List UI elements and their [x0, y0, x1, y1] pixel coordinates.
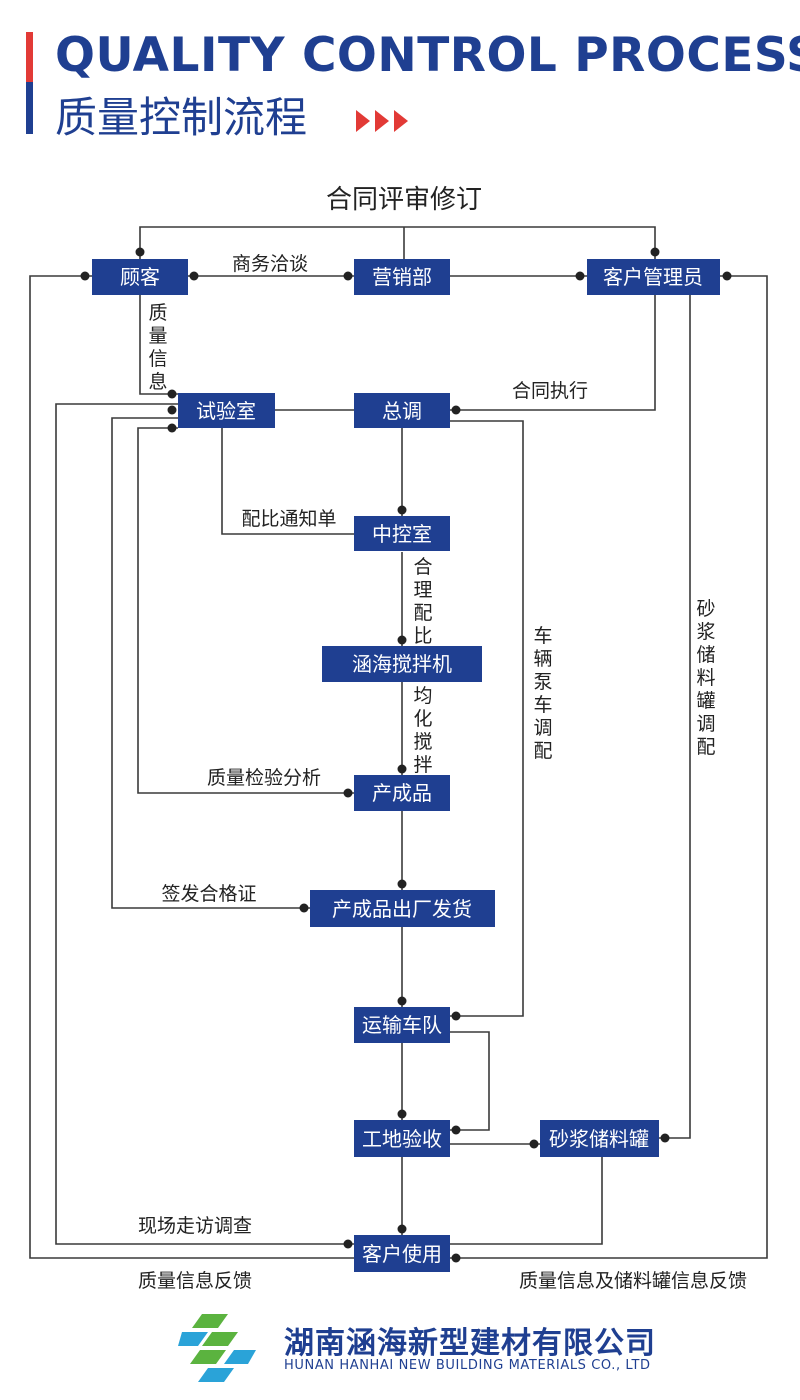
- node-customer-use-label: 客户使用: [362, 1242, 442, 1266]
- page-title-cn: 质量控制流程: [55, 93, 308, 142]
- company-name-en: HUNAN HANHAI NEW BUILDING MATERIALS CO.,…: [284, 1358, 651, 1373]
- node-shipping-label: 产成品出厂发货: [332, 897, 472, 921]
- node-site-acceptance: 工地验收: [354, 1120, 450, 1157]
- triple-arrow-icon: [356, 110, 408, 132]
- node-dispatch-label: 总调: [382, 399, 422, 423]
- node-mixer: 涵海搅拌机: [322, 646, 482, 682]
- label-uniform-mixing: 均化搅拌: [413, 685, 432, 776]
- node-lab-label: 试验室: [196, 399, 256, 423]
- diagram-title: 合同评审修订: [326, 185, 482, 215]
- header-accent-red: [26, 32, 33, 82]
- node-account-manager-label: 客户管理员: [603, 265, 703, 289]
- node-marketing: 营销部: [354, 259, 450, 295]
- node-site-acceptance-label: 工地验收: [362, 1127, 442, 1151]
- node-lab: 试验室: [178, 393, 275, 428]
- node-mixer-label: 涵海搅拌机: [352, 652, 452, 676]
- node-fleet-label: 运输车队: [362, 1013, 442, 1037]
- label-quality-feedback: 质量信息反馈: [138, 1270, 252, 1292]
- node-mortar-tank-label: 砂浆储料罐: [549, 1127, 649, 1151]
- node-control-room: 中控室: [354, 516, 450, 551]
- label-quality-info: 质量信息: [148, 302, 167, 393]
- label-mortar-tank-dispatch: 砂浆储料罐调配: [696, 598, 715, 758]
- label-issue-certificate: 签发合格证: [161, 883, 256, 905]
- label-quality-analysis: 质量检验分析: [207, 767, 321, 789]
- node-marketing-label: 营销部: [372, 265, 432, 289]
- node-product-label: 产成品: [372, 781, 432, 805]
- label-reasonable-mix: 合理配比: [413, 556, 432, 647]
- process-flow-diagram: 合同评审修订 顾客 营销部 客户管理员 试验室 总调 中控室 涵海搅拌机 产成品…: [29, 185, 768, 1292]
- connector-lines: [29, 226, 768, 1259]
- label-vehicle-pump: 车辆泵车调配: [533, 625, 552, 762]
- label-site-visit: 现场走访调查: [138, 1215, 252, 1237]
- label-mix-notice: 配比通知单: [241, 508, 336, 530]
- header-accent-blue: [26, 82, 33, 134]
- label-quality-tank-feedback: 质量信息及储料罐信息反馈: [519, 1270, 747, 1292]
- company-name-cn: 湖南涵海新型建材有限公司: [284, 1326, 656, 1361]
- label-business-talk: 商务洽谈: [232, 253, 308, 275]
- node-customer: 顾客: [92, 259, 188, 295]
- node-product: 产成品: [354, 775, 450, 811]
- node-dispatch: 总调: [354, 393, 450, 428]
- node-account-manager: 客户管理员: [587, 259, 720, 295]
- connector-dots: [80, 247, 732, 1263]
- company-logo: [178, 1314, 256, 1382]
- node-mortar-tank: 砂浆储料罐: [540, 1120, 659, 1157]
- label-contract-execution: 合同执行: [512, 380, 588, 402]
- node-customer-use: 客户使用: [354, 1235, 450, 1272]
- node-control-room-label: 中控室: [372, 522, 432, 546]
- node-fleet: 运输车队: [354, 1007, 450, 1043]
- node-shipping: 产成品出厂发货: [310, 890, 495, 927]
- node-customer-label: 顾客: [120, 265, 160, 289]
- page-title-en: QUALITY CONTROL PROCESS: [55, 28, 800, 83]
